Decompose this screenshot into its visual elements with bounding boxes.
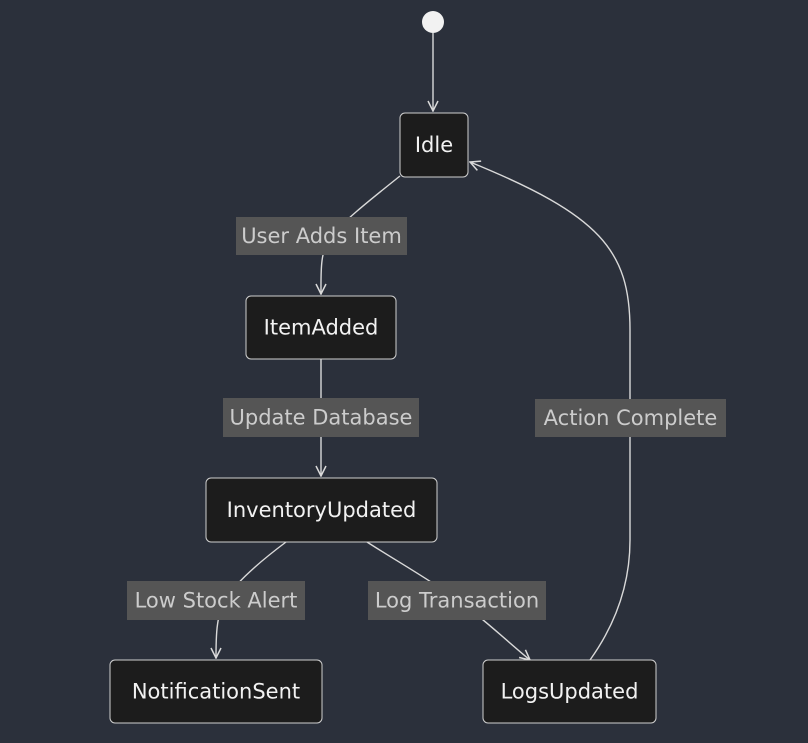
edge-label-text: Low Stock Alert [135,589,298,613]
state-box [109,659,323,724]
edge-label-log-transaction: Log Transaction [368,581,546,620]
state-label: Idle [415,133,453,157]
edge-label-text: Log Transaction [375,589,539,613]
edge-label-background [368,581,546,620]
edge-label-text: Action Complete [544,406,718,430]
edge-label-low-stock-alert: Low Stock Alert [127,581,305,620]
edge-label-text: User Adds Item [241,224,402,248]
state-logs-updated[interactable]: LogsUpdated [482,659,657,724]
start-state-dot [422,11,444,33]
edge-label-update-database: Update Database [223,398,419,437]
transition-labels: User Adds Item Update Database Low Stock… [127,217,726,620]
edge-label-text: Update Database [230,406,413,430]
state-inventory-updated[interactable]: InventoryUpdated [205,477,438,543]
state-label: InventoryUpdated [227,498,417,522]
state-box [482,659,657,724]
edge-label-background [127,581,305,620]
state-box [399,112,469,178]
state-box [205,477,438,543]
state-box [245,295,397,360]
edge-label-background [223,398,419,437]
edge-label-background [535,399,726,437]
state-idle[interactable]: Idle [399,112,469,178]
state-item-added[interactable]: ItemAdded [245,295,397,360]
edge-action-complete [470,162,631,661]
edge-label-action-complete: Action Complete [535,399,726,437]
states: Idle ItemAdded InventoryUpdated Notifica… [109,112,657,724]
state-notification-sent[interactable]: NotificationSent [109,659,323,724]
edge-label-user-adds-item: User Adds Item [236,217,407,255]
edge-label-background [236,217,407,255]
state-label: NotificationSent [132,680,300,704]
state-label: LogsUpdated [501,680,639,704]
state-label: ItemAdded [264,316,379,340]
